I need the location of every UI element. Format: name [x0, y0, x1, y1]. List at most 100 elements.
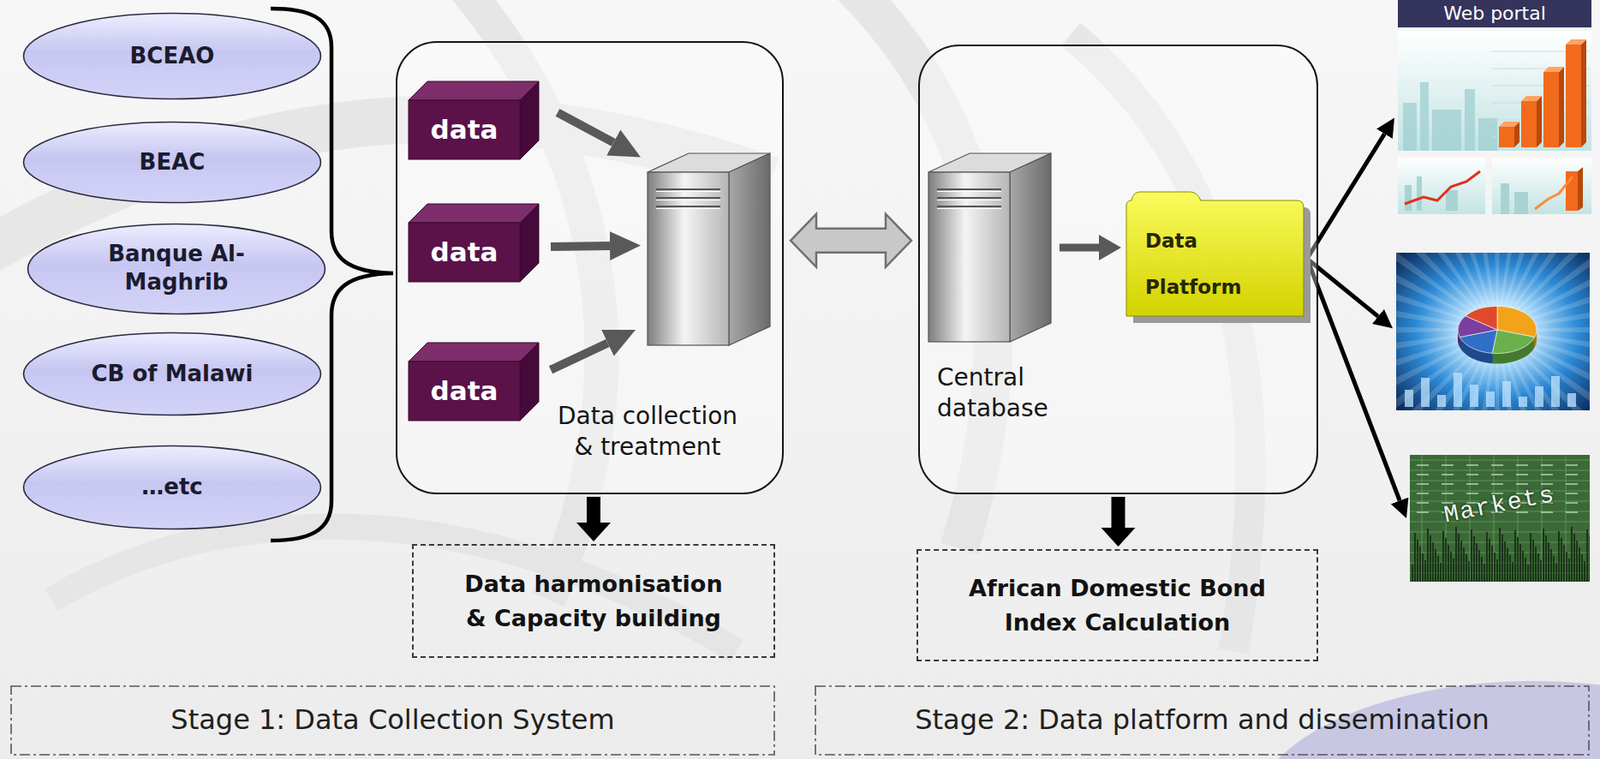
markets-image-outline [1506, 548, 1509, 582]
server-icon-outline [937, 188, 1002, 191]
markets-image-outline [1437, 555, 1439, 582]
markets-image-outline [1419, 546, 1421, 582]
markets-image-outline [1444, 537, 1447, 582]
double-arrow [790, 214, 912, 268]
server-icon-outline [656, 208, 721, 209]
server-icon-outline [656, 199, 721, 201]
markets-image-outline [1537, 553, 1540, 582]
markets-image-outline [1424, 560, 1427, 582]
markets-image-outline [1522, 550, 1524, 582]
markets-image-outline [1565, 473, 1578, 476]
markets-image-outline [1460, 540, 1463, 582]
node-label: African Domestic Bond Index Calculation [933, 571, 1302, 639]
node-label: Stage 2: Data platform and dissemination [914, 702, 1490, 739]
node-label: data [430, 236, 499, 269]
markets-image-outline [1483, 563, 1486, 582]
pie-chart-image-outline [1457, 305, 1537, 353]
markets-image-outline [1578, 547, 1581, 582]
markets-image-outline [1516, 473, 1529, 476]
pie-chart-image-outline [1437, 394, 1446, 407]
markets-image-outline [1534, 546, 1537, 582]
pie-chart-image-outline [1396, 329, 1498, 378]
markets-image-outline [1455, 526, 1457, 582]
markets-image-outline [1498, 527, 1501, 582]
stage-label-box: Stage 2: Data platform and dissemination [814, 685, 1590, 756]
pie-chart-image-outline [1518, 396, 1528, 407]
markets-image-outline [1501, 534, 1504, 582]
web-portal-image-outline [1420, 82, 1429, 151]
markets-image-outline [1573, 533, 1576, 582]
arrow-connector [1307, 258, 1400, 502]
markets-image-outline [1519, 543, 1522, 582]
central-bank-ellipse: Banque Al-Maghrib [26, 222, 327, 316]
markets-image-outline [1545, 535, 1547, 582]
server-icon-outline [656, 197, 721, 199]
central-bank-ellipse: CB of Malawi [22, 331, 323, 417]
node-label: Data collection & treatment [546, 400, 749, 464]
central-bank-ellipse-outline [23, 122, 322, 203]
markets-image-outline [1441, 473, 1454, 476]
markets-image-outline [1409, 521, 1590, 523]
markets-image-outline [1516, 537, 1519, 582]
markets-image-outline [1516, 464, 1529, 466]
markets-image-outline [1478, 549, 1481, 582]
markets-image-outline [1409, 480, 1590, 482]
server-icon-outline [656, 188, 721, 191]
data-cube-outline [519, 342, 539, 421]
markets-image-outline [1565, 511, 1578, 514]
data-cube-outline [408, 81, 539, 101]
web-portal-image-outline [1397, 30, 1592, 151]
data-cube-outline [408, 222, 520, 282]
markets-image-outline [1568, 558, 1571, 582]
markets-image-outline [1439, 562, 1442, 582]
web-portal-image-outline [1514, 191, 1529, 215]
markets-image-outline [1416, 464, 1429, 466]
markets-image-outline [1540, 473, 1553, 476]
server-icon-outline [937, 191, 1002, 192]
web-portal-image-outline [1536, 95, 1542, 148]
markets-image-outline [1466, 483, 1479, 485]
web-portal-image-outline [1498, 126, 1515, 148]
data-platform-folder: Data Platform [1126, 188, 1304, 317]
server-icon-outline [937, 197, 1002, 199]
markets-image-outline [1570, 526, 1573, 582]
markets-image-outline [1465, 554, 1468, 582]
stage-panel: Central database Data Platform [918, 44, 1319, 495]
server-icon-outline [656, 191, 721, 192]
central-bank-ellipse-outline [23, 13, 322, 100]
web-portal-image-outline [1534, 176, 1573, 209]
web-portal-image-outline [1500, 183, 1510, 215]
markets-image-outline [1491, 483, 1504, 485]
markets-image-outline [1542, 528, 1545, 582]
server-icon-outline [937, 199, 1002, 201]
markets-image-outline [1560, 537, 1563, 582]
node-label: BCEAO [130, 41, 215, 72]
markets-image-outline [1450, 551, 1452, 582]
markets-image-outline [1511, 561, 1514, 582]
web-portal-image-outline [1492, 157, 1592, 215]
output-box: African Domestic Bond Index Calculation [916, 549, 1319, 662]
web-portal-image-outline [1397, 157, 1486, 215]
web-portal-image-outline [1445, 190, 1458, 211]
stage-label-box-outline [815, 686, 1589, 755]
pie-chart-image-outline [1453, 372, 1463, 407]
markets-image-outline [1496, 559, 1499, 582]
markets-image-outline [1565, 492, 1578, 495]
central-bank-ellipse-outline [26, 222, 327, 316]
markets-image-outline [1516, 483, 1529, 485]
markets-image-outline [1441, 464, 1454, 466]
markets-image-outline [1563, 544, 1565, 582]
pie-chart-image-outline [1567, 393, 1577, 407]
pie-chart-image-outline [1396, 252, 1590, 411]
server-icon-outline [937, 205, 1002, 208]
markets-image-outline [1416, 492, 1429, 495]
markets-image-outline [1529, 532, 1532, 582]
central-bank-ellipse-outline [23, 446, 322, 530]
node-label: Central database [937, 362, 1092, 425]
node-label: Web portal [1443, 0, 1547, 28]
markets-image-outline [1532, 539, 1535, 582]
web-portal-image: Web portal [1397, 0, 1592, 215]
central-bank-ellipse-outline [23, 333, 322, 416]
node-label: CB of Malawi [91, 359, 254, 389]
